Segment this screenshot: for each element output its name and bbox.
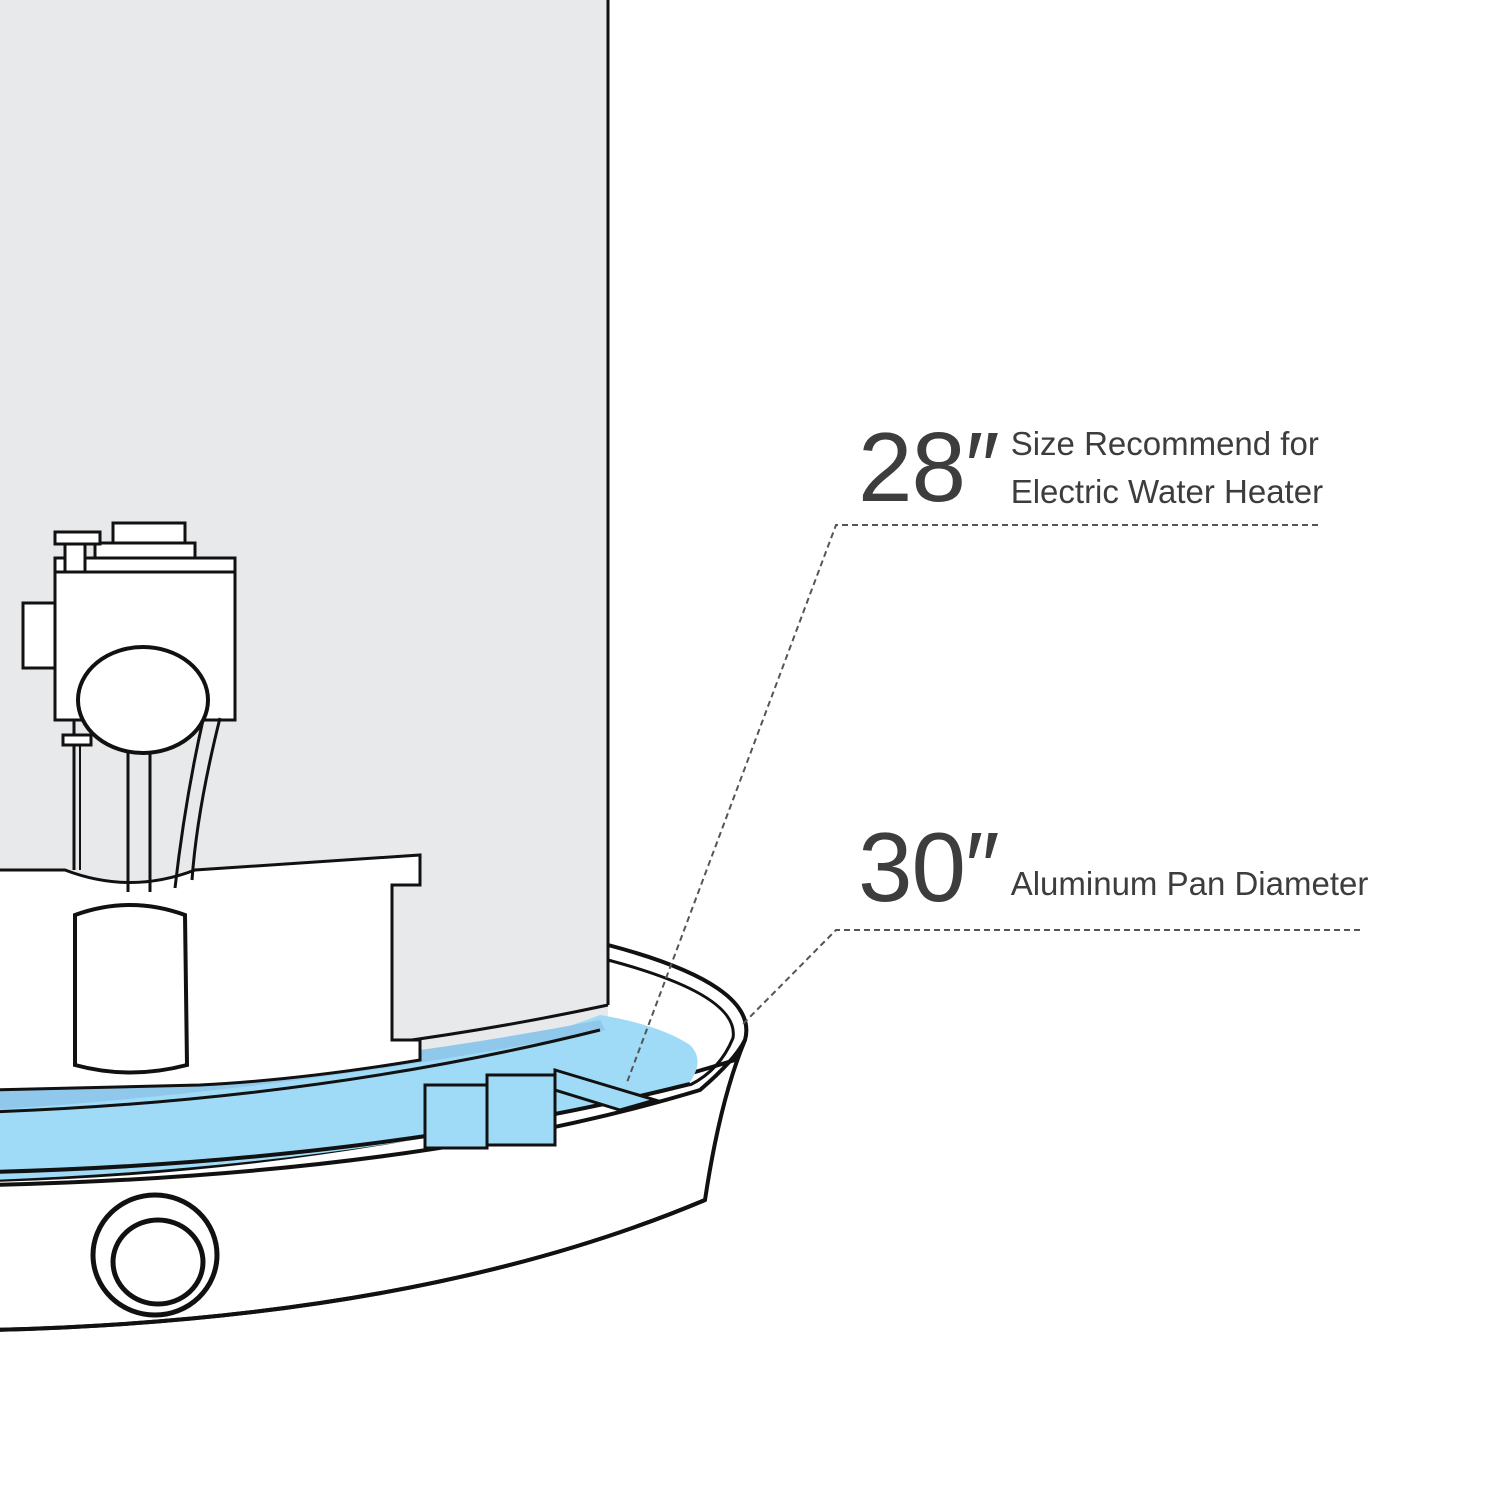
- access-panel: [0, 853, 422, 1092]
- heater-size-value: 28″: [858, 412, 1000, 522]
- water-in-pan: [0, 1015, 698, 1180]
- drain-fitting-icon: [90, 1192, 220, 1318]
- gas-control-valve-icon: [21, 521, 237, 892]
- heater-size-description: Size Recommend for Electric Water Heater: [1010, 425, 1324, 510]
- leader-lines: [625, 524, 1360, 1086]
- leader-30: [741, 929, 1360, 1026]
- pan-diameter-value: 30″: [858, 812, 1000, 922]
- leader-28: [625, 524, 1318, 1086]
- callout-pan-diameter: 30″ Aluminum Pan Diameter: [858, 818, 1368, 916]
- callout-heater-size: 28″ Size Recommend for Electric Water He…: [858, 418, 1323, 516]
- pan-diameter-description: Aluminum Pan Diameter: [1010, 865, 1369, 902]
